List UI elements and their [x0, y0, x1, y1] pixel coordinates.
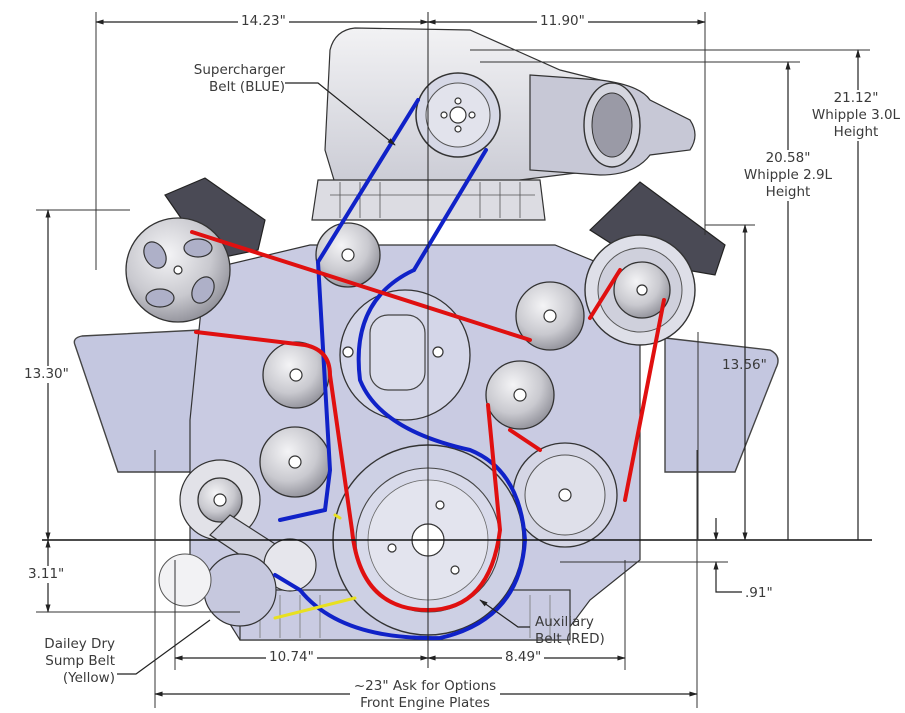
idler-pulley-left-lower: [259, 426, 331, 498]
power-steering-pulley: [125, 217, 231, 323]
dim-label-13-56: 13.56": [722, 357, 767, 373]
dim-label-14-23: 14.23": [238, 13, 289, 30]
height-3-0-value: 21.12": [833, 90, 879, 106]
idler-pulley-upper-center: [315, 222, 381, 288]
ac-compressor-pulley: [512, 442, 618, 548]
supercharger-callout-leader: [285, 82, 396, 146]
height-label-whipple-3-0: 21.12" Whipple 3.0L Height: [806, 90, 905, 141]
idler-pulley-right-upper: [515, 281, 585, 351]
height-label-whipple-2-9: 20.58" Whipple 2.9L Height: [737, 150, 839, 201]
dim-line-0-91: [713, 561, 742, 593]
dim-label-11-90: 11.90": [537, 13, 588, 30]
dry-sump-callout: Dailey Dry Sump Belt (Yellow): [20, 636, 115, 687]
dry-sump-callout-line1: Dailey Dry: [44, 636, 115, 652]
dim-label-13-30: 13.30": [24, 366, 69, 383]
dim-label-3-11: 3.11": [28, 566, 65, 583]
dry-sump-belt: [273, 513, 357, 620]
auxiliary-callout: Auxiliary Belt (RED): [535, 614, 605, 648]
overall-width-line2: Front Engine Plates: [360, 695, 490, 711]
supercharger-callout-line1: Supercharger: [193, 62, 285, 78]
height-2-9-value: 20.58": [765, 150, 811, 166]
overall-width-label: ~23" Ask for Options Front Engine Plates: [350, 678, 500, 712]
height-3-0-line2: Height: [833, 124, 879, 140]
auxiliary-callout-line2: Belt (RED): [535, 631, 605, 647]
overall-width-line1: ~23" Ask for Options: [353, 678, 497, 694]
water-pump: [339, 289, 471, 421]
supercharger-belt: [273, 98, 528, 641]
alternator: [584, 234, 696, 346]
dim-label-10-74: 10.74": [266, 649, 317, 666]
height-2-9-line2: Height: [765, 184, 811, 200]
dry-sump-pump-pulley: [158, 459, 317, 627]
dry-sump-callout-leader: [117, 619, 211, 675]
height-3-0-line1: Whipple 3.0L: [811, 107, 901, 123]
auxiliary-callout-line1: Auxiliary: [535, 614, 594, 630]
auxiliary-callout-leader: [479, 599, 530, 628]
right-engine-plate: [664, 337, 779, 473]
dim-label-8-49: 8.49": [502, 649, 545, 666]
supercharger-callout: Supercharger Belt (BLUE): [177, 62, 285, 96]
height-2-9-line1: Whipple 2.9L: [743, 167, 833, 183]
idler-pulley-right-lower: [485, 360, 555, 430]
dry-sump-callout-line2: Sump Belt: [45, 653, 115, 669]
dim-label-0-91: .91": [745, 585, 773, 601]
left-engine-plate: [73, 329, 206, 473]
dry-sump-callout-line3: (Yellow): [62, 670, 115, 686]
auxiliary-belt: [190, 230, 666, 613]
supercharger-callout-line2: Belt (BLUE): [209, 79, 285, 95]
